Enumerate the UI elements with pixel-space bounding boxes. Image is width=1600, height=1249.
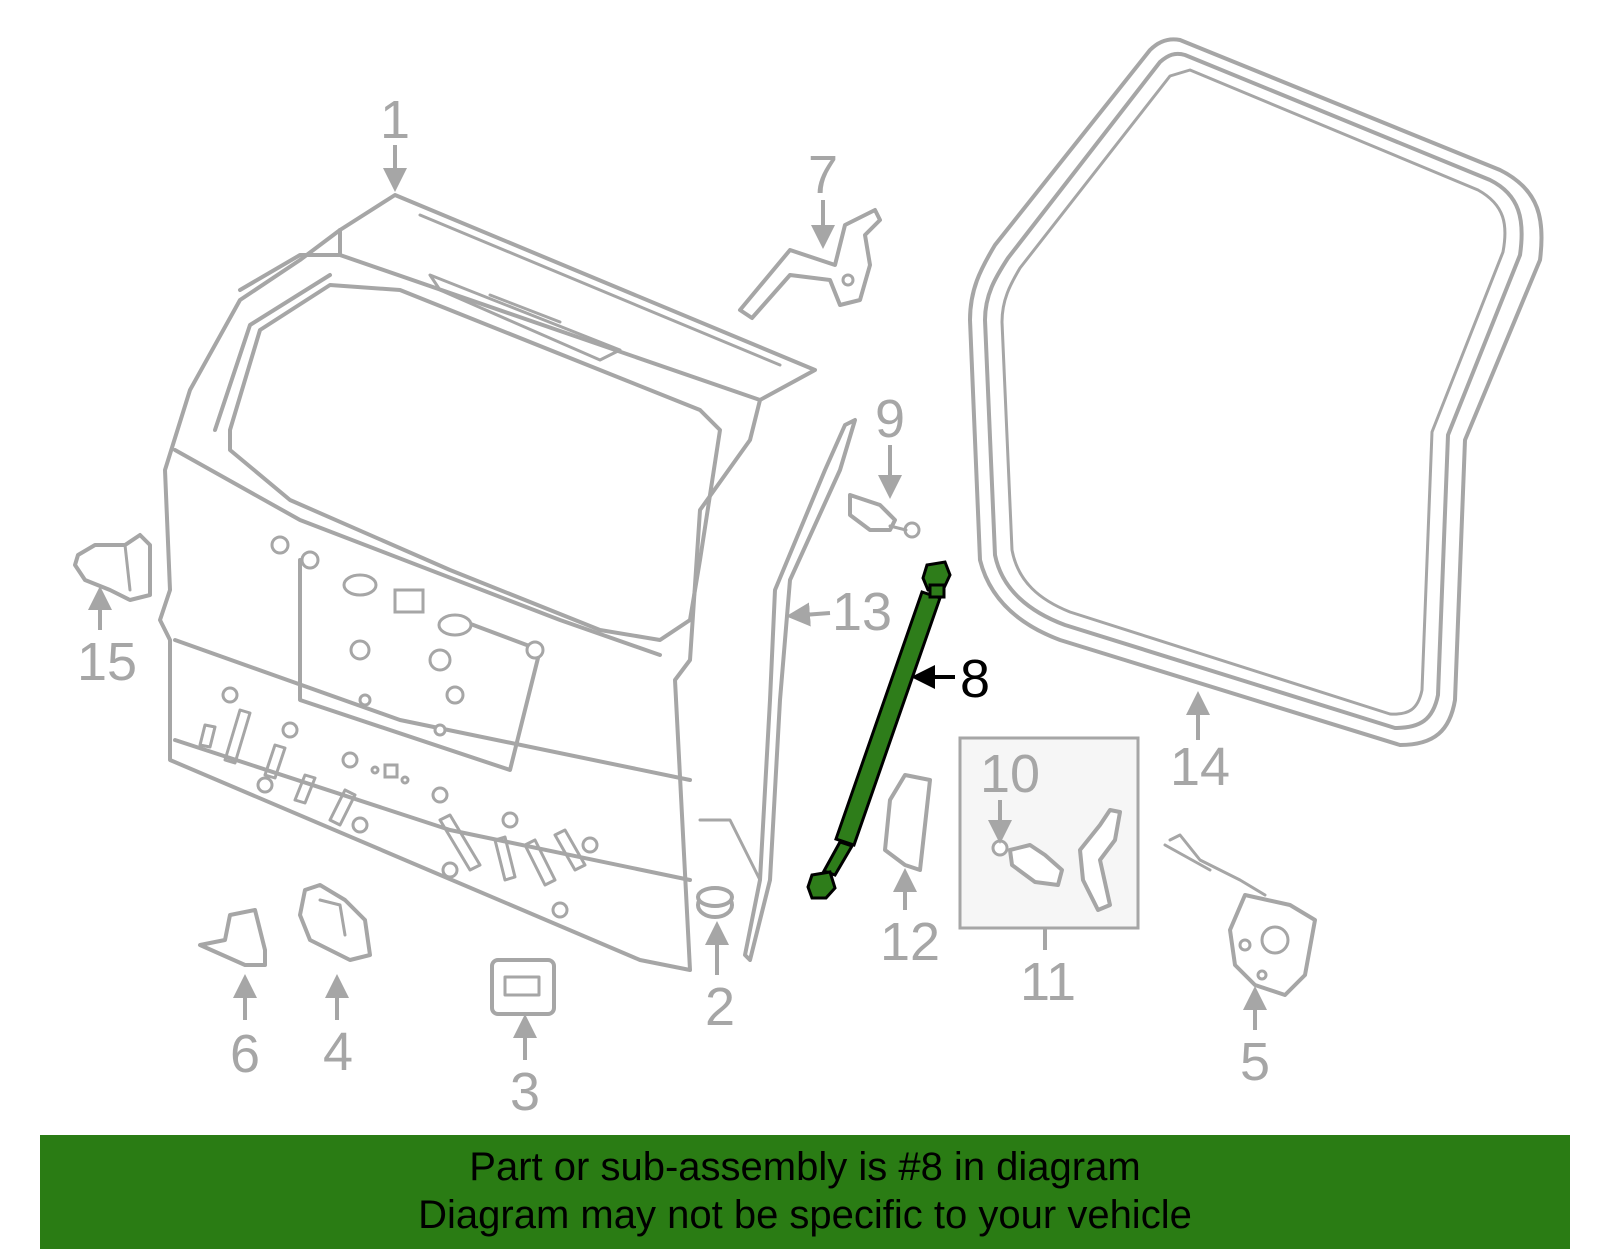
callout-8: 8 bbox=[960, 649, 990, 709]
callout-12: 12 bbox=[880, 912, 940, 972]
info-banner: Part or sub-assembly is #8 in diagram Di… bbox=[40, 1135, 1570, 1249]
callout-7: 7 bbox=[808, 145, 838, 205]
part-9-stud bbox=[848, 493, 921, 539]
part-15-bracket bbox=[73, 533, 152, 602]
callout-10: 10 bbox=[980, 744, 1040, 804]
part-13-strip bbox=[698, 418, 857, 962]
part-14-weatherstrip bbox=[968, 37, 1544, 747]
callout-4: 4 bbox=[323, 1022, 353, 1082]
callout-9: 9 bbox=[875, 389, 905, 449]
callout-15: 15 bbox=[77, 632, 137, 692]
callout-5: 5 bbox=[1240, 1032, 1270, 1092]
callout-1: 1 bbox=[380, 90, 410, 150]
callout-labels: 1 2 3 4 5 6 7 8 9 10 11 12 13 14 15 bbox=[77, 90, 1270, 1122]
callout-14: 14 bbox=[1170, 737, 1230, 797]
banner-line-2: Diagram may not be specific to your vehi… bbox=[418, 1193, 1192, 1237]
part-5-latch bbox=[1163, 833, 1317, 997]
callout-6: 6 bbox=[230, 1024, 260, 1084]
banner-line-1: Part or sub-assembly is #8 in diagram bbox=[469, 1145, 1141, 1189]
part-3-switch bbox=[490, 958, 556, 1016]
part-8-gas-strut bbox=[806, 560, 952, 900]
part-7-hinge bbox=[738, 208, 882, 320]
part-6-bracket bbox=[198, 908, 267, 967]
part-4-latch bbox=[298, 883, 372, 962]
callout-13: 13 bbox=[832, 582, 892, 642]
liftgate-panel bbox=[158, 193, 817, 972]
callout-2: 2 bbox=[705, 977, 735, 1037]
callout-11: 11 bbox=[1020, 952, 1076, 1012]
part-2-bumper bbox=[696, 886, 734, 919]
callout-3: 3 bbox=[510, 1062, 540, 1122]
part-12-bracket bbox=[883, 773, 932, 872]
leader-lines bbox=[88, 145, 1267, 1060]
